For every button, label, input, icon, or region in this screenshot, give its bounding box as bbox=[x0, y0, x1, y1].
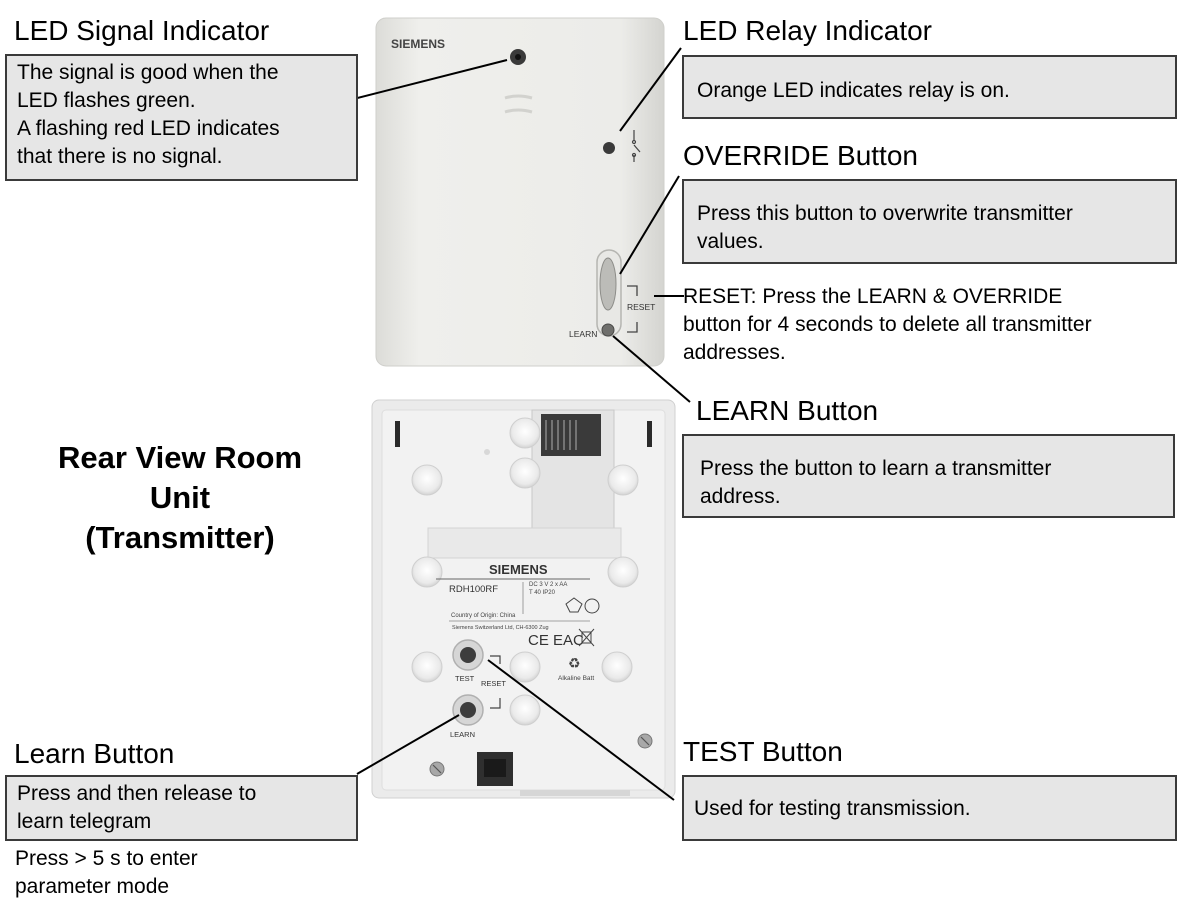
reset-line-3: addresses. bbox=[683, 341, 786, 364]
leader-learn-top bbox=[612, 335, 691, 403]
spec-line-1: DC 3 V 2 x AA bbox=[529, 582, 567, 588]
grille-line-2 bbox=[504, 108, 533, 114]
leader-override bbox=[619, 175, 680, 275]
rear-unit: SIEMENS RDH100RF DC 3 V 2 x AA T 40 IP20… bbox=[371, 399, 676, 799]
connector-block bbox=[541, 414, 601, 456]
leader-test bbox=[487, 659, 675, 801]
front-learn-label: LEARN bbox=[569, 329, 597, 339]
led-relay-line-1: Orange LED indicates relay is on. bbox=[697, 79, 1010, 102]
rear-learn-button-icon bbox=[460, 702, 476, 718]
rear-brand-text: SIEMENS bbox=[489, 562, 548, 577]
reset-line-2: button for 4 seconds to delete all trans… bbox=[683, 313, 1092, 336]
override-box: Press this button to overwrite transmitt… bbox=[682, 179, 1177, 264]
learn-bottom-line-1: Press and then release to bbox=[17, 782, 257, 805]
led-signal-heading: LED Signal Indicator bbox=[14, 15, 270, 46]
learn-bottom-extra-1: Press > 5 s to enter bbox=[15, 847, 198, 870]
override-line-2: values. bbox=[697, 230, 764, 253]
spec-line-2: T 40 IP20 bbox=[529, 590, 556, 596]
led-signal-line-2: LED flashes green. bbox=[17, 89, 196, 112]
rear-title-line-1: Rear View Room bbox=[57, 440, 303, 475]
learn-top-heading: LEARN Button bbox=[696, 395, 879, 426]
led-signal-line-4: that there is no signal. bbox=[17, 145, 223, 168]
mounting-holes bbox=[411, 417, 639, 726]
led-signal-line-3: A flashing red LED indicates bbox=[17, 117, 280, 140]
learn-bottom-heading: Learn Button bbox=[14, 738, 175, 769]
front-unit: SIEMENS RESET LEARN bbox=[375, 17, 665, 367]
led-signal-box: The signal is good when the LED flashes … bbox=[5, 54, 358, 181]
test-heading: TEST Button bbox=[683, 736, 843, 767]
rear-title-line-3: (Transmitter) bbox=[85, 520, 275, 555]
relay-switch-icon bbox=[631, 130, 641, 162]
override-line-1: Press this button to overwrite transmitt… bbox=[697, 202, 1073, 225]
maker-text: Siemens Switzerland Ltd, CH-6300 Zug bbox=[452, 625, 549, 631]
battery-text: Alkaline Batt bbox=[558, 675, 594, 682]
leader-led-relay bbox=[619, 47, 682, 132]
ce-eac-marks: CE EAC bbox=[528, 632, 584, 649]
model-text: RDH100RF bbox=[449, 584, 498, 595]
cert-icons bbox=[565, 597, 600, 614]
rear-reset-label: RESET bbox=[481, 679, 506, 688]
relay-led-icon bbox=[603, 142, 615, 154]
led-relay-heading: LED Relay Indicator bbox=[683, 15, 933, 46]
rear-learn-label: LEARN bbox=[450, 730, 475, 739]
override-heading: OVERRIDE Button bbox=[683, 140, 918, 171]
mount-slot-left bbox=[395, 421, 400, 447]
override-button-icon bbox=[599, 257, 617, 311]
learn-top-line-2: address. bbox=[700, 485, 781, 508]
rear-title-line-2: Unit bbox=[149, 480, 211, 515]
weee-bin-icon bbox=[578, 628, 595, 647]
origin-text: Country of Origin: China bbox=[451, 613, 516, 619]
mount-slot-right bbox=[647, 421, 652, 447]
learn-bottom-box: Press and then release to learn telegram bbox=[5, 775, 358, 841]
front-brand-text: SIEMENS bbox=[391, 37, 445, 51]
learn-button-icon bbox=[601, 323, 615, 337]
learn-top-line-1: Press the button to learn a transmitter bbox=[700, 457, 1052, 480]
learn-bottom-extra: Press > 5 s to enter parameter mode bbox=[15, 845, 198, 901]
test-line-1: Used for testing transmission. bbox=[694, 797, 971, 820]
led-signal-line-1: The signal is good when the bbox=[17, 61, 279, 84]
learn-bottom-line-2: learn telegram bbox=[17, 810, 152, 833]
front-housing bbox=[375, 17, 665, 367]
learn-bottom-extra-2: parameter mode bbox=[15, 875, 170, 898]
front-reset-label: RESET bbox=[627, 302, 655, 312]
reset-note: RESET: Press the LEARN & OVERRIDE button… bbox=[683, 283, 1183, 367]
leader-lines bbox=[321, 47, 691, 801]
rear-test-label: TEST bbox=[455, 674, 475, 683]
reset-line-1: RESET: Press the LEARN & OVERRIDE bbox=[683, 285, 1063, 308]
test-button-icon bbox=[460, 647, 476, 663]
grille-line-1 bbox=[504, 94, 533, 100]
test-box: Used for testing transmission. bbox=[682, 775, 1177, 841]
recycle-icon: ♻ bbox=[568, 655, 581, 671]
leader-learn-bottom bbox=[356, 714, 460, 775]
learn-top-box: Press the button to learn a transmitter … bbox=[682, 434, 1175, 518]
rear-view-title: Rear View Room Unit (Transmitter) bbox=[20, 438, 340, 558]
led-relay-box: Orange LED indicates relay is on. bbox=[682, 55, 1177, 119]
